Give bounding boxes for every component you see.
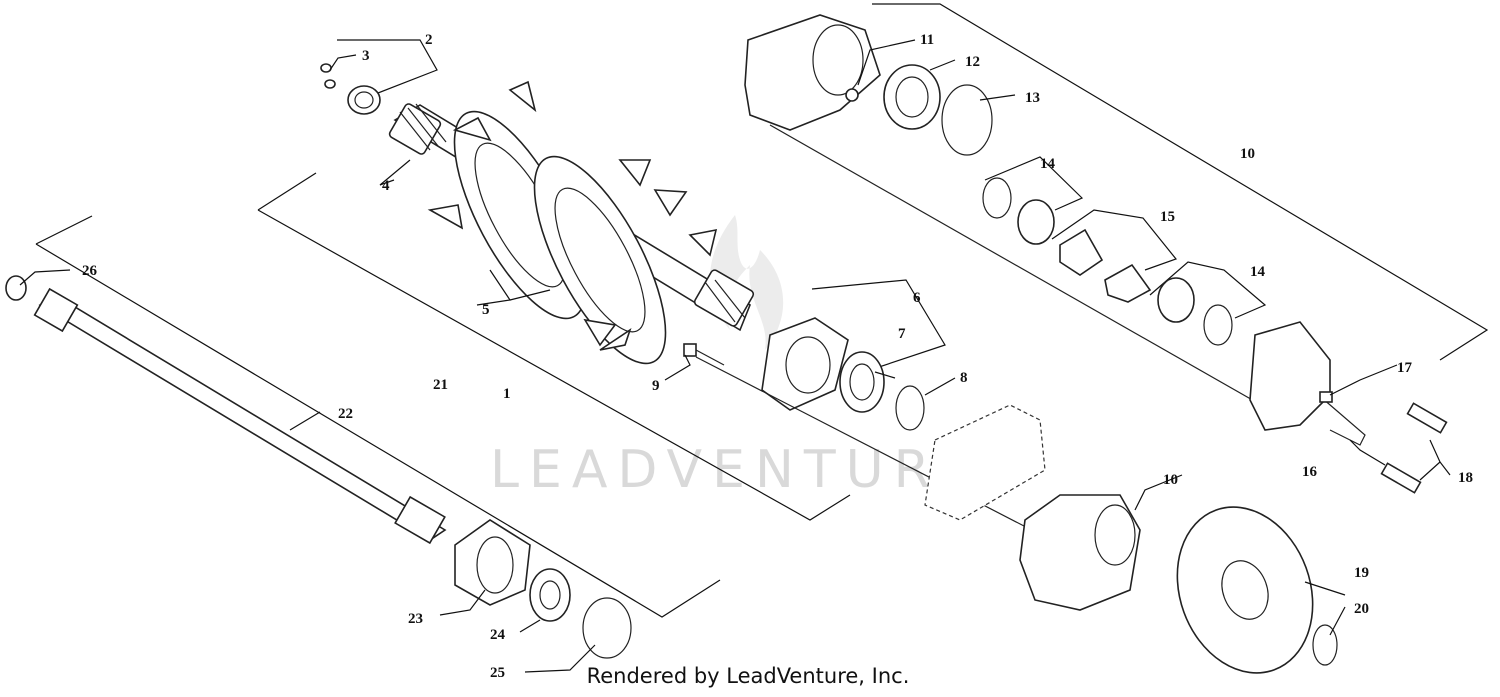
watermark-text: LEADVENTURE [490, 440, 983, 500]
upper-centerline [769, 124, 1271, 411]
part-11-plug [845, 88, 859, 102]
part-9-bolt [683, 343, 725, 366]
dashed-reference-plate [924, 404, 1046, 521]
part-15-pad-a [1059, 228, 1104, 276]
part-26-cap [5, 275, 27, 301]
leader-lines [19, 39, 1451, 673]
callout-17: 17 [1397, 360, 1413, 376]
callout-16: 16 [1302, 464, 1318, 480]
callout-3: 3 [362, 48, 370, 64]
callout-26: 26 [82, 263, 98, 279]
callout-7: 7 [898, 326, 906, 342]
group-bracket-lines [35, 3, 1489, 618]
part-17-bleeder [1319, 391, 1333, 403]
callout-23: 23 [408, 611, 423, 627]
part-25-snap-ring [582, 597, 632, 659]
part-23-housing [454, 519, 531, 606]
callout-24: 24 [490, 627, 506, 643]
part-15-pad-b [1104, 263, 1152, 303]
part-14-bushing-a [1017, 199, 1055, 245]
callout-2: 2 [425, 32, 433, 48]
part-16-pin [1321, 397, 1366, 446]
callout-22: 22 [338, 406, 353, 422]
callout-10-lower: 10 [1163, 472, 1178, 488]
watermark-flame-logo [710, 215, 784, 350]
callout-5: 5 [482, 302, 490, 318]
callout-21: 21 [433, 377, 448, 393]
part-7-bearing [839, 351, 885, 413]
part-12-bearing [883, 64, 941, 130]
callout-25: 25 [490, 665, 505, 681]
callout-10-upper: 10 [1240, 146, 1255, 162]
callout-9: 9 [652, 378, 660, 394]
part-14-ring-a [982, 177, 1012, 219]
part-10-lower-caliper-housing [1019, 494, 1141, 611]
part-22-axle-shaft [33, 287, 447, 545]
part-14-ring-b [1203, 304, 1233, 346]
part-6-bearing-housing [761, 317, 849, 411]
callout-6: 6 [913, 290, 921, 306]
part-10-upper-caliper-housing [744, 14, 881, 131]
part-3-clips [320, 63, 336, 89]
callout-13: 13 [1025, 90, 1040, 106]
caliper-half [1249, 321, 1331, 431]
part-14-bushing-b [1157, 277, 1195, 323]
callout-1: 1 [503, 386, 511, 402]
callout-8: 8 [960, 370, 968, 386]
callout-4: 4 [382, 178, 390, 194]
callout-12: 12 [965, 54, 980, 70]
part-18-bolts [1380, 402, 1448, 494]
part-13-snap-ring [941, 84, 993, 156]
callout-18: 18 [1458, 470, 1473, 486]
footer-credit: Rendered by LeadVenture, Inc. [0, 664, 1500, 688]
footer-text: Rendered by LeadVenture, Inc. [586, 664, 910, 688]
callout-20: 20 [1354, 601, 1369, 617]
part-24-bearing [529, 568, 571, 622]
callout-15: 15 [1160, 209, 1175, 225]
callout-19: 19 [1354, 565, 1369, 581]
part-2-bearing-cap [347, 85, 381, 115]
callout-11: 11 [920, 32, 934, 48]
callout-labels: 1 2 3 4 5 6 7 8 9 10 10 11 12 13 14 14 1… [82, 32, 1473, 681]
callout-14-upper: 14 [1040, 156, 1056, 172]
part-8-snap-ring [895, 385, 925, 431]
driveshaft-assembly [388, 80, 755, 365]
part-20-circlip [1312, 624, 1338, 666]
callout-14-lower: 14 [1250, 264, 1266, 280]
part-19-brake-disc [1176, 506, 1314, 674]
